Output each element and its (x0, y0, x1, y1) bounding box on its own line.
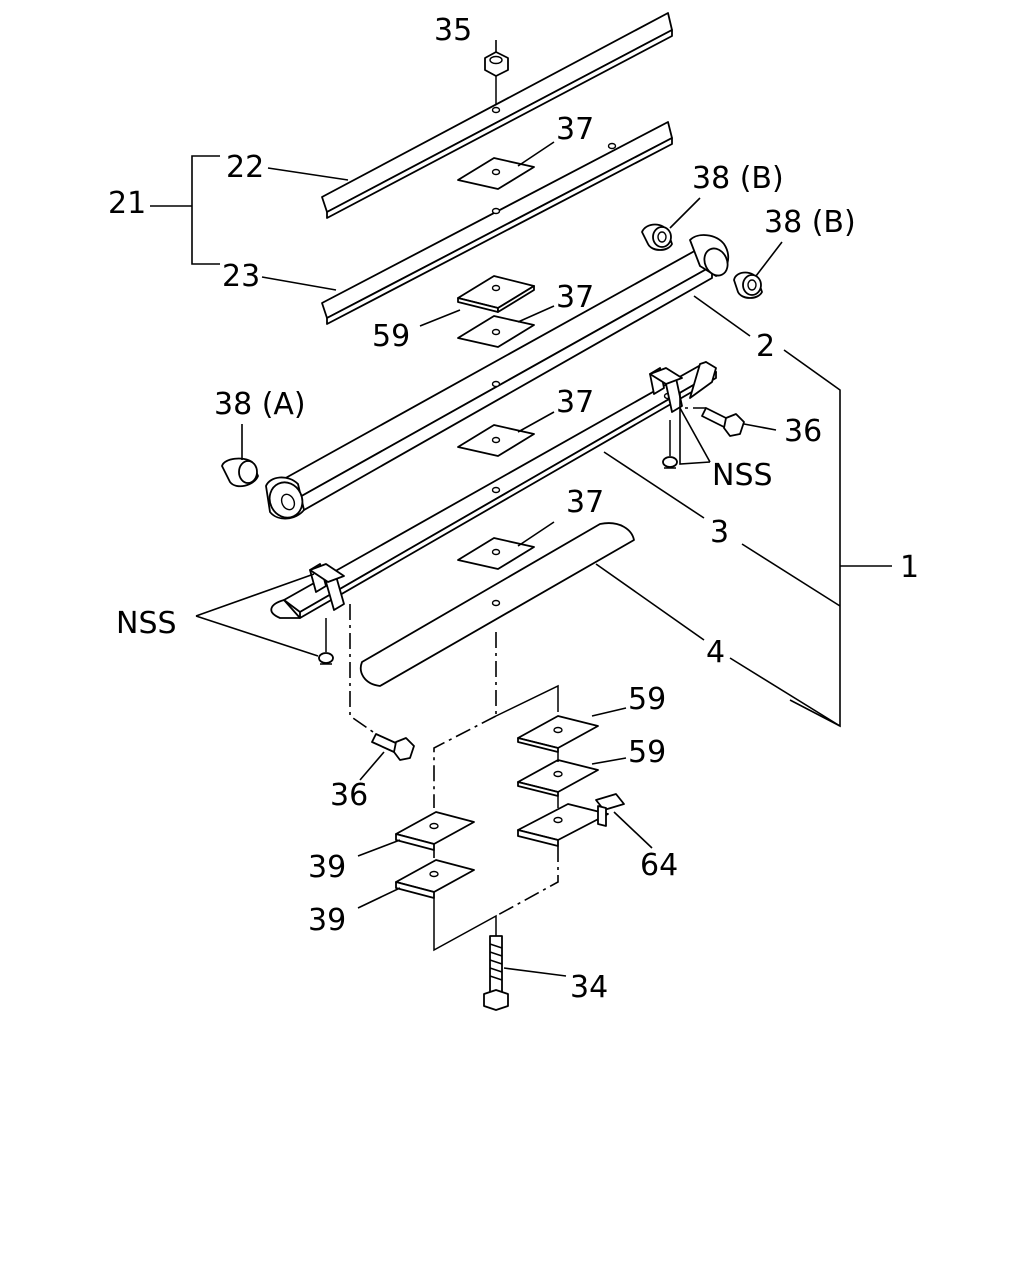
plate-39-b (395, 859, 475, 899)
callout-37-a: 37 (556, 112, 594, 147)
callout-34: 34 (570, 970, 608, 1005)
leaf-3 (270, 361, 717, 619)
callout-37-c: 37 (556, 385, 594, 420)
callout-59-b: 59 (628, 682, 666, 717)
pad-37-b (457, 315, 535, 348)
clip-left (309, 563, 345, 611)
pad-37-c (457, 424, 535, 457)
leaf-23 (321, 121, 673, 325)
plate-59-b (517, 759, 599, 797)
callout-64: 64 (640, 848, 678, 883)
leader-lines (150, 40, 892, 977)
bushing-38b-left (641, 223, 673, 251)
rivet-nss-left (318, 618, 334, 665)
bushing-38b-right (733, 271, 763, 299)
callout-37-b: 37 (556, 280, 594, 315)
plate-59-a (517, 715, 599, 753)
callout-1: 1 (900, 550, 919, 585)
callout-23: 23 (222, 259, 260, 294)
callout-38a: 38 (A) (214, 387, 306, 422)
pad-59-a (457, 275, 535, 313)
callout-39-b: 39 (308, 903, 346, 938)
callout-nss-right: NSS (712, 458, 773, 493)
callout-21: 21 (108, 186, 146, 221)
leaf-4 (359, 522, 635, 687)
callout-37-d: 37 (566, 485, 604, 520)
pad-37-a (457, 157, 535, 190)
bolt-36-right (701, 407, 745, 437)
callout-22: 22 (226, 150, 264, 185)
callout-59-a: 59 (372, 319, 410, 354)
rivet-nss-right (662, 420, 678, 469)
callout-59-c: 59 (628, 735, 666, 770)
callout-39-a: 39 (308, 850, 346, 885)
assembly-lines (349, 392, 706, 952)
plate-39-a (395, 811, 475, 851)
bolt-34 (483, 935, 509, 1011)
bolt-36-left (371, 733, 415, 761)
callout-36-right: 36 (784, 414, 822, 449)
pad-37-d (457, 537, 535, 570)
callout-38b-left: 38 (B) (692, 161, 784, 196)
clip-right (649, 367, 683, 413)
callout-38b-right: 38 (B) (764, 205, 856, 240)
callout-nss-left: NSS (116, 606, 177, 641)
callout-4: 4 (706, 635, 725, 670)
callout-3: 3 (710, 515, 729, 550)
callout-36-left: 36 (330, 778, 368, 813)
callout-labels: 35 37 22 21 23 38 (B) 38 (B) 59 37 2 38 … (108, 13, 919, 1005)
callout-35: 35 (434, 13, 472, 48)
main-leaf-2 (265, 234, 730, 520)
callout-2: 2 (756, 329, 775, 364)
bushing-38a (221, 457, 259, 488)
nut-35 (484, 51, 509, 114)
bracket-64 (517, 793, 625, 847)
